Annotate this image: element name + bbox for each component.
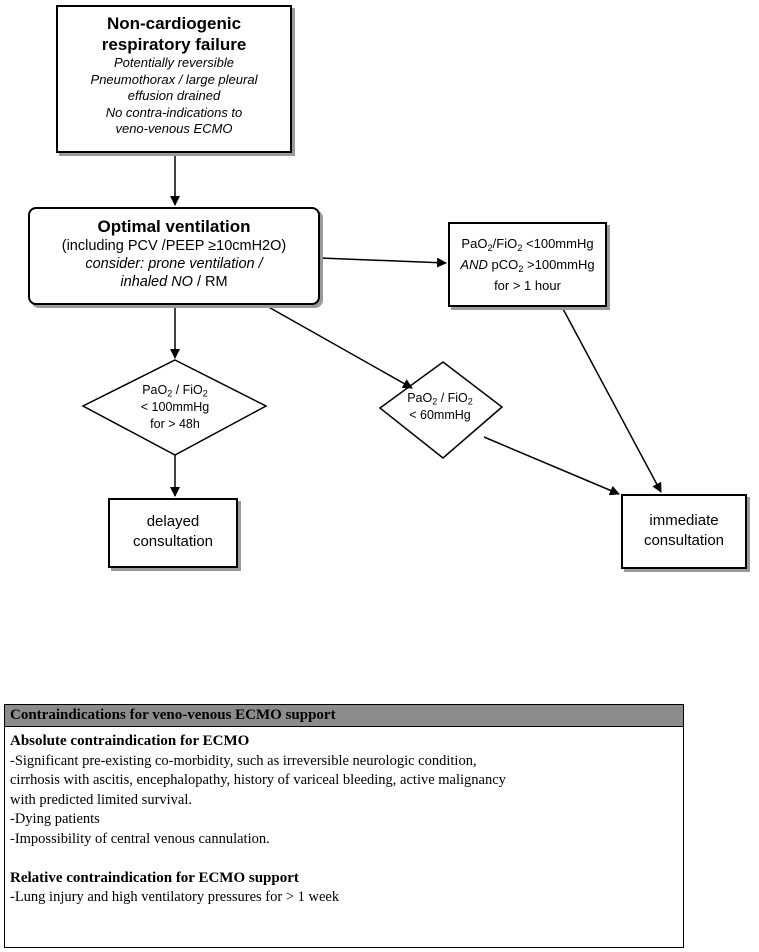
start-title-line1: Non-cardiogenic bbox=[106, 14, 242, 33]
arrow-ventilation-to-criteria bbox=[319, 257, 447, 268]
start-title-line2: respiratory failure bbox=[101, 35, 247, 54]
start-line: effusion drained bbox=[127, 88, 221, 103]
diamond-sub: 2 bbox=[202, 388, 208, 399]
ventilation-line3-italic: inhaled NO bbox=[120, 274, 193, 290]
ventilation-line3-rest: / RM bbox=[192, 274, 228, 290]
ventilation-line2: consider: prone ventilation / bbox=[85, 256, 263, 272]
start-line: Potentially reversible bbox=[114, 55, 234, 70]
criteria-box-pao2-pco2: PaO2/FiO2 <100mmHg AND pCO2 >100mmHg for… bbox=[448, 222, 607, 307]
delayed-consultation-box: delayed consultation bbox=[108, 498, 238, 568]
diamond-60-line1: PaO2 / FiO2 bbox=[385, 390, 495, 407]
delayed-line2: consultation bbox=[132, 533, 214, 550]
absolute-line: cirrhosis with ascitis, encephalopathy, … bbox=[10, 772, 506, 788]
absolute-line: -Dying patients bbox=[10, 811, 100, 827]
ventilation-line1: (including PCV /PEEP ≥10cmH2O) bbox=[61, 238, 287, 254]
start-line: veno-venous ECMO bbox=[115, 121, 233, 136]
ventilation-title: Optimal ventilation bbox=[97, 217, 251, 236]
arrow-diamond-60-to-immediate bbox=[483, 436, 620, 496]
optimal-ventilation-box: Optimal ventilation (including PCV /PEEP… bbox=[28, 207, 320, 305]
diamond-48h-line1: PaO2 / FiO2 bbox=[115, 382, 235, 399]
flowchart-connectors bbox=[81, 153, 662, 497]
delayed-line1: delayed bbox=[146, 513, 200, 530]
diamond-48h-line2: < 100mmHg bbox=[140, 400, 210, 414]
section-gap bbox=[10, 849, 678, 869]
criteria-line1: PaO2/FiO2 <100mmHg bbox=[450, 233, 605, 254]
criteria-text: /FiO bbox=[492, 236, 518, 251]
absolute-line: -Significant pre-existing co-morbidity, … bbox=[10, 752, 477, 769]
diamond-text: PaO bbox=[142, 383, 168, 397]
relative-line: -Lung injury and high ventilatory pressu… bbox=[10, 889, 340, 905]
start-line: No contra-indications to bbox=[105, 104, 243, 120]
relative-title: Relative contraindication for ECMO suppo… bbox=[10, 869, 299, 886]
diamond-sub: 2 bbox=[432, 396, 438, 407]
criteria-text: pCO bbox=[487, 257, 519, 272]
criteria-text: PaO bbox=[461, 236, 488, 251]
criteria-sub: 2 bbox=[517, 242, 523, 253]
contraindications-table: Contraindications for veno-venous ECMO s… bbox=[4, 704, 684, 948]
diamond-60-line2: < 60mmHg bbox=[409, 408, 471, 422]
table-body: Absolute contraindication for ECMO -Sign… bbox=[5, 727, 683, 908]
criteria-line2: AND pCO2 >100mmHg bbox=[450, 254, 605, 275]
absolute-line: with predicted limited survival. bbox=[10, 791, 193, 808]
immediate-line1: immediate bbox=[649, 512, 719, 529]
absolute-title: Absolute contraindication for ECMO bbox=[10, 733, 250, 749]
diamond-48h-line3: for > 48h bbox=[150, 417, 200, 431]
start-line: Pneumothorax / large pleural bbox=[90, 71, 258, 87]
diamond-text: PaO bbox=[407, 391, 433, 405]
immediate-line2: consultation bbox=[643, 532, 725, 549]
criteria-sub: 2 bbox=[487, 242, 493, 253]
diamond-text: / FiO bbox=[437, 391, 468, 405]
diamond-48h-text: PaO2 / FiO2 < 100mmHg for > 48h bbox=[115, 382, 235, 433]
diamond-sub: 2 bbox=[167, 388, 173, 399]
criteria-text: <100mmHg bbox=[522, 236, 594, 251]
diamond-sub: 2 bbox=[467, 396, 473, 407]
immediate-consultation-box: immediate consultation bbox=[621, 494, 747, 569]
absolute-line: -Impossibility of central venous cannula… bbox=[10, 830, 270, 847]
criteria-line3: for > 1 hour bbox=[494, 278, 561, 293]
diamond-60-text: PaO2 / FiO2 < 60mmHg bbox=[385, 390, 495, 424]
criteria-sub: 2 bbox=[518, 263, 524, 274]
arrow-ventilation-to-diamond-60 bbox=[264, 304, 413, 389]
start-box-respiratory-failure: Non-cardiogenic respiratory failure Pote… bbox=[56, 5, 292, 153]
criteria-text: >100mmHg bbox=[523, 257, 595, 272]
table-header: Contraindications for veno-venous ECMO s… bbox=[5, 705, 683, 727]
criteria-and: AND bbox=[460, 257, 488, 272]
arrow-criteria-to-immediate bbox=[561, 306, 662, 493]
ventilation-line3: inhaled NO / RM bbox=[30, 273, 318, 291]
diamond-text: / FiO bbox=[172, 383, 203, 397]
